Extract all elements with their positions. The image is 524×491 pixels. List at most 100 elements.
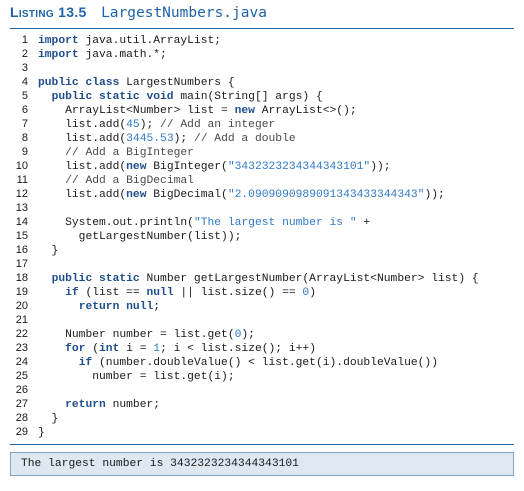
code-token: } bbox=[38, 245, 59, 257]
code-token: list.add( bbox=[38, 133, 127, 145]
code-text: // Add a BigInteger bbox=[28, 146, 194, 160]
code-text: // Add a BigDecimal bbox=[28, 174, 194, 188]
code-keyword: import bbox=[38, 49, 79, 61]
code-literal: 1 bbox=[153, 343, 161, 355]
code-token bbox=[38, 147, 65, 159]
line-number: 8 bbox=[21, 132, 28, 144]
code-keyword: for bbox=[65, 343, 86, 355]
code-token: (number.doubleValue() < list.get(i).doub… bbox=[92, 357, 438, 369]
code-line: 7 list.add(45); // Add an integer bbox=[10, 117, 479, 131]
code-token: BigDecimal( bbox=[146, 189, 228, 201]
code-token: + bbox=[356, 217, 371, 229]
line-number: 1 bbox=[21, 34, 28, 46]
code-token bbox=[38, 357, 79, 369]
code-literal: 45 bbox=[126, 119, 140, 131]
line-number: 11 bbox=[16, 174, 28, 186]
code-token: number = list.get(i); bbox=[38, 371, 235, 383]
code-text: import java.util.ArrayList; bbox=[28, 34, 221, 48]
code-line: 18 public static Number getLargestNumber… bbox=[10, 271, 479, 285]
line-number: 29 bbox=[15, 426, 28, 438]
code-text: for (int i = 1; i < list.size(); i++) bbox=[28, 342, 316, 356]
code-line: 23 for (int i = 1; i < list.size(); i++) bbox=[10, 341, 479, 355]
code-token: number; bbox=[105, 399, 161, 411]
listing-label: Listing 13.5 bbox=[10, 4, 87, 20]
header-rule bbox=[10, 28, 514, 29]
code-keyword: public static bbox=[51, 273, 140, 285]
code-token: )); bbox=[370, 161, 391, 173]
code-keyword: import bbox=[38, 35, 79, 47]
listing-header: Listing 13.5 LargestNumbers.java bbox=[10, 4, 267, 28]
code-line: 9 // Add a BigInteger bbox=[10, 145, 479, 159]
code-token bbox=[38, 399, 65, 411]
code-token: Number getLargestNumber(ArrayList<Number… bbox=[139, 273, 479, 285]
code-line: 26 bbox=[10, 383, 479, 397]
code-text: getLargestNumber(list)); bbox=[28, 230, 242, 244]
footer-rule bbox=[10, 444, 514, 445]
code-text: return number; bbox=[28, 398, 160, 412]
code-comment: // Add an integer bbox=[160, 119, 276, 131]
code-comment: // Add a BigInteger bbox=[65, 147, 194, 159]
code-token bbox=[38, 175, 65, 187]
code-line: 19 if (list == null || list.size() == 0) bbox=[10, 285, 479, 299]
code-token: getLargestNumber(list)); bbox=[38, 231, 242, 243]
line-number: 24 bbox=[15, 356, 28, 368]
code-token: } bbox=[38, 427, 45, 439]
code-text: System.out.println("The largest number i… bbox=[28, 216, 370, 230]
line-number: 28 bbox=[15, 412, 28, 424]
line-number: 2 bbox=[21, 48, 28, 60]
code-text: } bbox=[28, 244, 59, 258]
code-token: ); bbox=[241, 329, 255, 341]
code-token: ); bbox=[173, 133, 194, 145]
code-text: list.add(new BigInteger("343232323434434… bbox=[28, 160, 391, 174]
code-token: list.add( bbox=[38, 119, 127, 131]
code-line: 22 Number number = list.get(0); bbox=[10, 327, 479, 341]
code-comment: // Add a BigDecimal bbox=[65, 175, 194, 187]
code-text: if (list == null || list.size() == 0) bbox=[28, 286, 316, 300]
code-token bbox=[38, 343, 65, 355]
program-output: The largest number is 343232323434434310… bbox=[10, 452, 514, 476]
code-literal: "The largest number is " bbox=[193, 217, 357, 229]
code-token: main(String[] args) { bbox=[173, 91, 323, 103]
code-text: ArrayList<Number> list = new ArrayList<>… bbox=[28, 104, 357, 118]
code-text: return null; bbox=[28, 300, 160, 314]
code-line: 8 list.add(3445.53); // Add a double bbox=[10, 131, 479, 145]
line-number: 25 bbox=[15, 370, 28, 382]
line-number: 5 bbox=[21, 90, 28, 102]
code-token: (list == bbox=[78, 287, 147, 299]
code-line: 10 list.add(new BigInteger("343232323434… bbox=[10, 159, 479, 173]
code-keyword: return null bbox=[78, 301, 154, 313]
code-keyword: new bbox=[234, 105, 255, 117]
code-token: ArrayList<>(); bbox=[254, 105, 357, 117]
line-number: 16 bbox=[15, 244, 28, 256]
line-number: 12 bbox=[15, 188, 28, 200]
code-text: public class LargestNumbers { bbox=[28, 76, 235, 90]
line-number: 6 bbox=[21, 104, 28, 116]
code-literal: 0 bbox=[234, 329, 242, 341]
code-line: 29} bbox=[10, 425, 479, 439]
code-line: 11 // Add a BigDecimal bbox=[10, 173, 479, 187]
code-text: public static Number getLargestNumber(Ar… bbox=[28, 272, 479, 286]
code-line: 15 getLargestNumber(list)); bbox=[10, 229, 479, 243]
code-token: java.math.*; bbox=[78, 49, 167, 61]
code-keyword: return bbox=[65, 399, 106, 411]
code-text: public static void main(String[] args) { bbox=[28, 90, 323, 104]
code-line: 12 list.add(new BigDecimal("2.0909090989… bbox=[10, 187, 479, 201]
code-token: LargestNumbers { bbox=[119, 77, 235, 89]
line-number: 10 bbox=[15, 160, 28, 172]
code-line: 21 bbox=[10, 313, 479, 327]
code-keyword: new bbox=[126, 161, 147, 173]
code-token bbox=[38, 273, 52, 285]
code-literal: "2.0909090989091343433344343" bbox=[227, 189, 425, 201]
line-number: 14 bbox=[15, 216, 28, 228]
line-number: 3 bbox=[21, 62, 28, 74]
code-token: } bbox=[38, 413, 59, 425]
line-number: 27 bbox=[15, 398, 28, 410]
line-number: 13 bbox=[15, 202, 28, 214]
line-number: 26 bbox=[15, 384, 28, 396]
code-token: Number number = list.get( bbox=[38, 329, 235, 341]
code-line: 5 public static void main(String[] args)… bbox=[10, 89, 479, 103]
code-line: 20 return null; bbox=[10, 299, 479, 313]
code-token: i = bbox=[119, 343, 154, 355]
